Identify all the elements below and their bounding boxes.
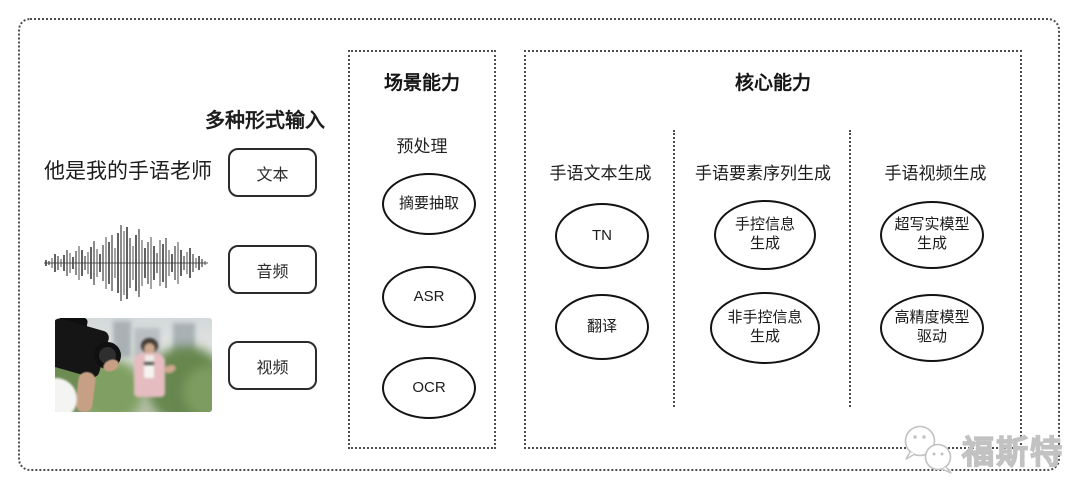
modality-label-video: 视频 — [256, 359, 289, 377]
sample-text-sentence: 他是我的手语老师 — [44, 160, 212, 183]
modality-label-audio: 音频 — [256, 263, 289, 281]
photo-reporter — [133, 338, 179, 412]
modality-label-text: 文本 — [256, 166, 289, 184]
oval-non-manual-info-generation: 非手控信息 生成 — [710, 292, 820, 364]
watermark: 福斯特 — [896, 424, 1064, 476]
oval-asr: ASR — [382, 266, 476, 328]
core-column-title-video-generation: 手语视频生成 — [884, 164, 987, 183]
outer-dotted-frame — [18, 18, 1060, 471]
photo-camera — [55, 318, 127, 412]
oval-high-precision-model-drive: 高精度模型 驱动 — [880, 294, 984, 362]
modality-box-text: 文本 — [228, 148, 317, 197]
modality-box-audio: 音频 — [228, 245, 317, 294]
oval-hyperrealistic-model-generation: 超写实模型 生成 — [880, 201, 984, 269]
oval-ocr: OCR — [382, 357, 476, 419]
oval-summary-extraction: 摘要抽取 — [382, 173, 476, 235]
oval-manual-info-generation: 手控信息 生成 — [714, 200, 816, 270]
scene-panel-title: 场景能力 — [383, 73, 460, 94]
core-column-title-text-generation: 手语文本生成 — [549, 164, 652, 183]
core-panel-title: 核心能力 — [734, 73, 811, 94]
video-still-image — [55, 318, 212, 412]
core-column-title-element-sequence: 手语要素序列生成 — [695, 164, 831, 183]
watermark-text: 福斯特 — [961, 433, 1065, 470]
modality-box-video: 视频 — [228, 341, 317, 390]
oval-translation: 翻译 — [555, 294, 649, 360]
chat-bubbles-icon — [904, 425, 952, 474]
oval-tn: TN — [555, 203, 649, 269]
column-divider — [673, 130, 675, 407]
column-divider — [849, 130, 851, 407]
core-capability-panel: 核心能力 手语文本生成 手语要素序列生成 手语视频生成 TN 翻译 手控信息 生… — [524, 50, 1022, 449]
audio-waveform-icon — [44, 221, 208, 305]
scene-capability-panel: 场景能力 预处理 摘要抽取 ASR OCR — [348, 50, 496, 449]
preprocess-label: 预处理 — [396, 137, 448, 156]
input-section-heading: 多种形式输入 — [205, 110, 325, 132]
